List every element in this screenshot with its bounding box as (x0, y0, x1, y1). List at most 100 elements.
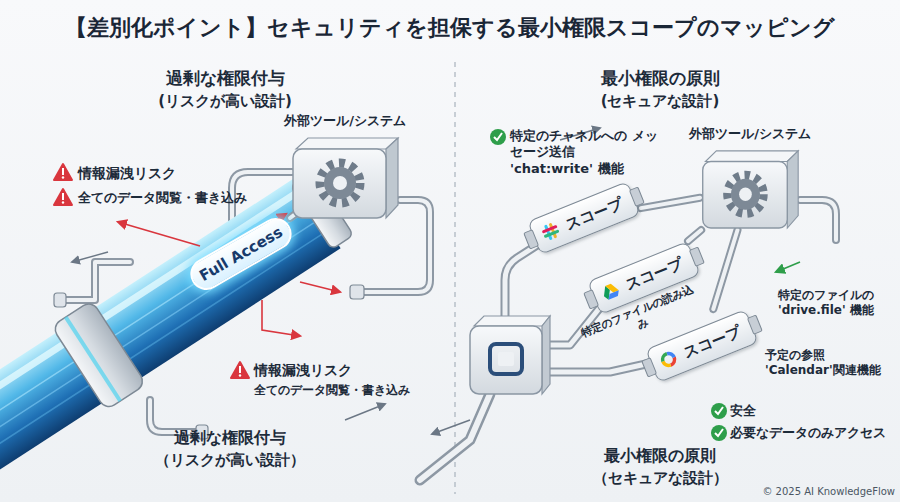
device-cable (800, 200, 836, 240)
panel-subheading: (リスクが高い設計) (100, 92, 350, 111)
device-cable (542, 362, 655, 372)
risk-arrow (262, 300, 300, 336)
warning-icon (54, 164, 72, 180)
gear-box-shape (320, 163, 360, 203)
full-access-pipe (0, 206, 313, 451)
device-cable (505, 240, 545, 326)
risk-arrow (300, 282, 340, 292)
risk-note: 全てのデータ閲覧・書き込み (78, 190, 298, 206)
gear-box-shape (290, 135, 400, 220)
risk-note: 情報漏洩リスク (78, 165, 278, 183)
warning-icon (239, 366, 241, 373)
plug-end (583, 289, 599, 309)
cable-outline (713, 230, 737, 309)
scope-connector: スコープ (527, 181, 641, 255)
device-box (542, 316, 550, 394)
gear-box-shape (333, 176, 347, 190)
plug-end (689, 246, 705, 266)
warning-icon (62, 168, 64, 175)
copyright-note: © 2025 AI KnowledgeFlow (745, 486, 895, 499)
service-icon (539, 220, 562, 243)
warning-icon (54, 189, 72, 205)
device-box (474, 316, 550, 326)
gear-box-shape (290, 135, 400, 220)
gear-box-shape (296, 138, 398, 149)
full-access-pipe (64, 316, 122, 402)
panel-subheading: （セキュアな設計） (535, 469, 785, 488)
access-badge: Full Access (185, 212, 298, 296)
panel-heading: 過剰な権限付与 (100, 68, 350, 89)
gear-box-shape (700, 148, 800, 230)
system-box: 外部ツール/システム (290, 135, 400, 220)
cable-core (641, 198, 700, 208)
panel-heading: 最小権限の原則 (535, 446, 785, 466)
device-cable (800, 200, 836, 240)
device-cable (542, 362, 655, 372)
full-access-pipe (51, 300, 146, 410)
green-arrow (776, 262, 800, 272)
side-wire (150, 400, 200, 432)
check-icon (711, 403, 727, 419)
gear-box-shape (700, 148, 800, 230)
warning-icon (231, 362, 249, 378)
check-icon (490, 129, 506, 145)
system-box: 外部ツール/システム (700, 148, 800, 230)
wire-cap (54, 293, 66, 307)
service-icon (661, 352, 677, 368)
cable-connector (641, 198, 700, 208)
gear-box-shape (787, 151, 798, 228)
check-icon (715, 407, 723, 414)
plug-end (747, 314, 763, 334)
risk-note: 情報漏洩リスク (254, 362, 454, 380)
cable-outline (641, 198, 700, 208)
cable-connector (713, 230, 737, 309)
check-icon (711, 425, 727, 441)
service-icon (607, 290, 621, 300)
gear-box-shape (731, 179, 760, 210)
risk-note: 全てのデータ閲覧・書き込み (254, 383, 454, 398)
service-icon (661, 352, 677, 368)
service-icon (657, 348, 680, 371)
device-box (470, 316, 550, 394)
flow-arrow (345, 404, 385, 420)
side-wire (150, 400, 200, 432)
full-access-pipe (0, 178, 341, 494)
cable-outline (688, 230, 701, 241)
check-icon (715, 429, 723, 436)
service-icon (661, 352, 677, 368)
diagram-title: 【差別化ポイント】セキュリティを担保する最小権限スコープのマッピング (10, 14, 890, 42)
gear-box-shape (739, 188, 752, 202)
warning-icon (62, 201, 64, 203)
panel-heading: 最小権限の原則 (535, 68, 785, 89)
scope-label: スコープ (681, 322, 744, 362)
gear-box-shape (727, 175, 763, 214)
benefit-note: 必要なデータのみアクセス (730, 425, 890, 441)
device-box (490, 344, 522, 374)
service-icon (657, 348, 680, 371)
plug-end (523, 229, 539, 249)
device-box (498, 352, 514, 366)
device-box (470, 326, 542, 394)
service-icon (661, 352, 677, 368)
divider-line (454, 62, 455, 494)
device-cable (420, 394, 490, 480)
service-icon (544, 229, 560, 238)
flow-arrow (72, 252, 108, 262)
cable-connector (688, 230, 701, 241)
gear-box-shape (293, 149, 386, 218)
panel-heading: 過剰な権限付与 (105, 428, 355, 448)
wire-cap (350, 285, 364, 299)
gear-box-shape (703, 162, 788, 229)
full-access-pipe (0, 218, 321, 463)
gear-box-shape (324, 167, 356, 199)
device-cable (420, 394, 490, 480)
badge-body: Full Access (187, 215, 295, 293)
flow-arrow (432, 420, 470, 434)
plug-end (641, 357, 657, 377)
service-icon (599, 280, 622, 303)
service-icon (539, 220, 562, 243)
service-icon (599, 280, 622, 303)
risk-arrow (118, 222, 200, 246)
panel-subheading: （リスクが高い設計） (105, 451, 355, 470)
